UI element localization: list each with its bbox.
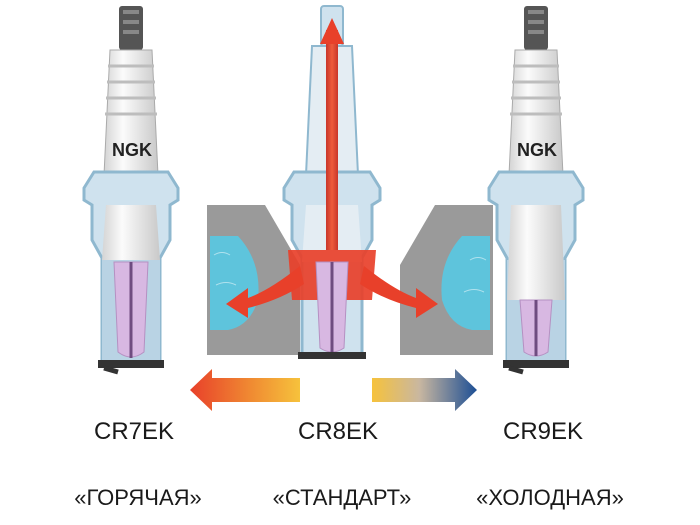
terminal-nut — [524, 6, 548, 50]
heat-flow-arrow-right — [360, 266, 438, 318]
brand-logo-right: NGK — [517, 140, 557, 160]
cylinder-head — [207, 205, 493, 355]
heat-flow-core — [326, 30, 338, 250]
terminal-nut — [119, 6, 143, 50]
plug-code-hot: CR7EK — [93, 418, 175, 445]
heat-range-standard: «СТАНДАРТ» — [272, 485, 412, 510]
coolant-right — [441, 236, 490, 330]
plug-code-standard: CR8EK — [297, 418, 379, 445]
heat-range-cold: «ХОЛОДНАЯ» — [476, 485, 624, 510]
arrow-colder — [372, 369, 477, 411]
plug-standard — [226, 5, 438, 359]
plug-code-cold: CR9EK — [502, 418, 584, 445]
heat-range-hot: «ГОРЯЧАЯ» — [74, 485, 202, 510]
arrow-hotter — [190, 369, 300, 411]
plug-hot — [82, 6, 180, 375]
brand-logo-left: NGK — [112, 140, 152, 160]
heat-flow-arrow-up — [320, 18, 344, 44]
heat-range-arrows — [190, 369, 477, 411]
plug-cold — [487, 6, 585, 375]
heat-flow-arrow-left — [226, 266, 304, 318]
